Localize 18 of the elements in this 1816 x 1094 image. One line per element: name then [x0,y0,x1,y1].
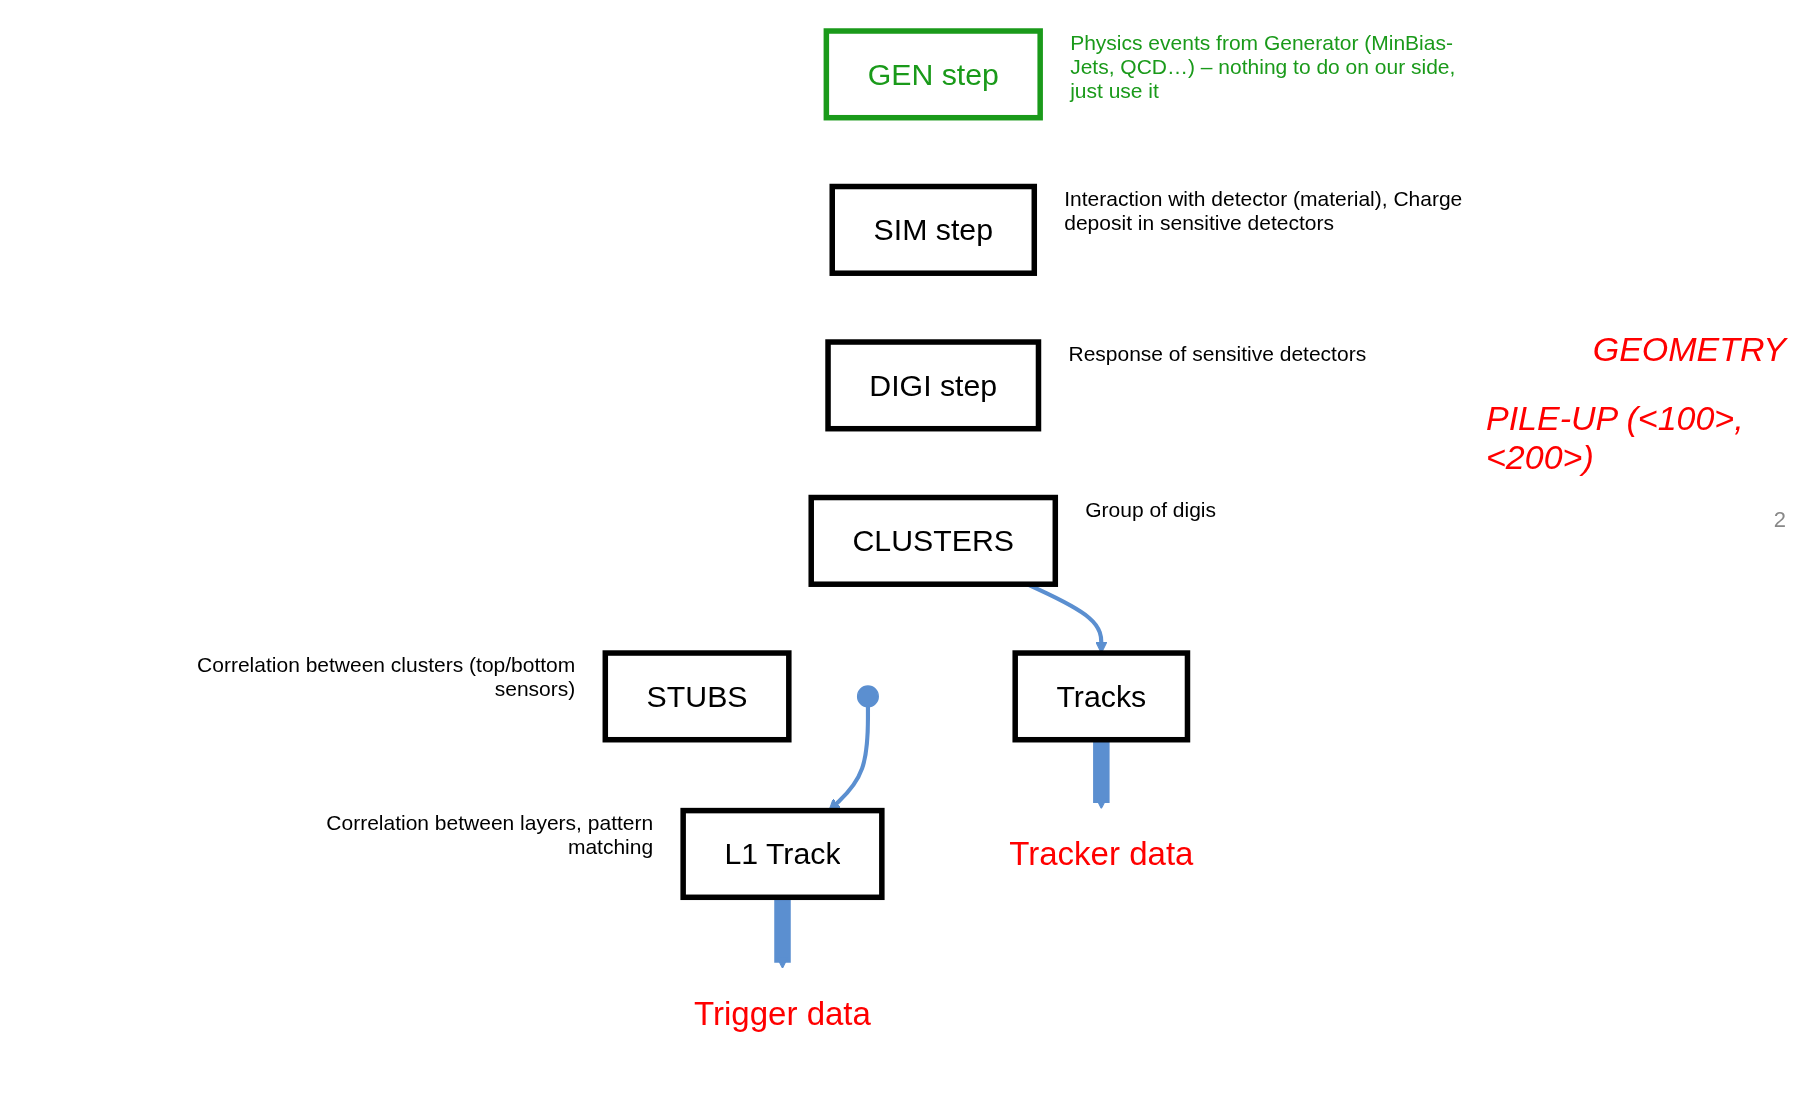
note-label: GEOMETRY [1592,330,1786,369]
node-box: SIM step [829,183,1038,276]
node-box: DIGI step [825,339,1042,432]
node-text: Tracker data [1009,834,1194,872]
node-box: GEN step [823,28,1043,121]
description-text: Response of sensitive detectors [1068,342,1368,366]
node-text: Trigger data [694,994,871,1032]
description-text: Correlation between layers, pattern matching [325,810,654,859]
description-text: Group of digis [1085,497,1218,522]
node-box: L1 Track [680,807,885,901]
description-text: Physics events from Generator (MinBias- Jets, QCD…) – nothing to do on our side, just use it [1070,31,1457,103]
node-box: Tracks [1012,650,1191,743]
description-text: Interaction with detector (material), Charge deposit in sensitive detectors [1064,186,1464,235]
node-box: STUBS [602,650,792,743]
node-box: CLUSTERS [808,494,1059,587]
description-text: Correlation between clusters (top/bottom sensors) [196,653,576,701]
page-number: 2 [1773,507,1786,533]
note-label: PILE-UP (<100>, <200>) [1486,399,1745,477]
